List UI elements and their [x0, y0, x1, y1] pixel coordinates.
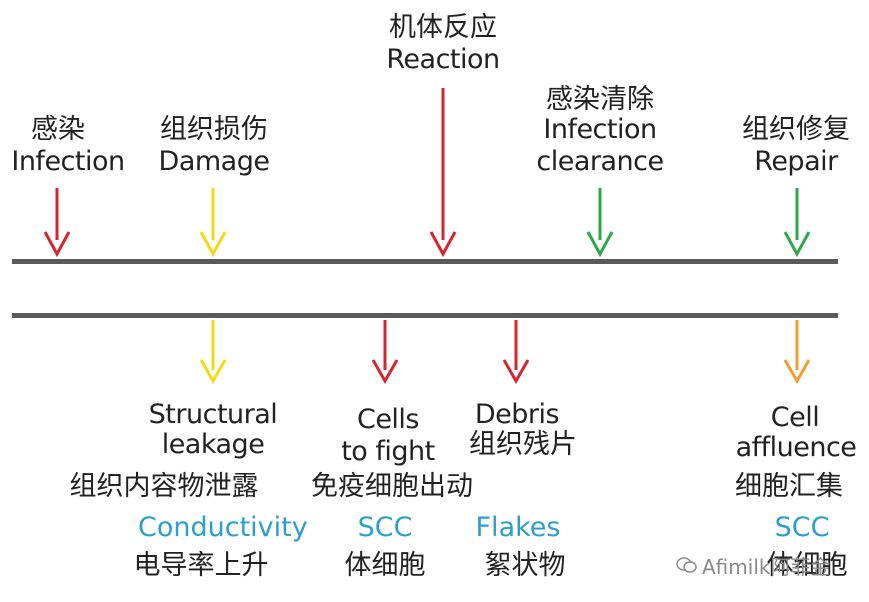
structural-zh2-label: 电导率上升	[133, 550, 269, 581]
clearance-en2-label: clearance	[536, 146, 664, 177]
arrow-debris	[502, 320, 530, 385]
timeline-upper-line	[12, 259, 838, 264]
cells-zh2-label: 体细胞	[344, 550, 426, 581]
infection-zh-label: 感染	[31, 114, 85, 145]
wechat-icon	[676, 555, 698, 579]
repair-zh-label: 组织修复	[742, 114, 850, 145]
watermark-text: Afimilk阿菲金	[702, 555, 831, 579]
arrow-affluence	[783, 320, 811, 385]
debris-zh-label: 组织残片	[469, 429, 577, 460]
structural-en1-label: Structural	[148, 399, 278, 430]
clearance-en1-label: Infection	[543, 114, 657, 145]
clearance-zh-label: 感染清除	[546, 84, 654, 115]
timeline-lower-line	[12, 313, 838, 318]
cells-blue-label: SCC	[357, 512, 413, 543]
arrow-cells	[371, 320, 399, 385]
affluence-en2-label: affluence	[735, 432, 857, 463]
watermark: Afimilk阿菲金	[676, 551, 830, 580]
debris-en-label: Debris	[474, 399, 560, 430]
repair-en-label: Repair	[754, 146, 838, 177]
damage-en-label: Damage	[158, 146, 270, 177]
arrow-reaction	[429, 88, 457, 258]
debris-zh2-label: 絮状物	[484, 550, 566, 581]
arrow-damage	[199, 188, 227, 258]
arrow-infection	[43, 188, 71, 258]
debris-blue-label: Flakes	[475, 512, 561, 543]
reaction-en-label: Reaction	[386, 44, 500, 75]
structural-en2-label: leakage	[161, 429, 265, 460]
affluence-zh-label: 细胞汇集	[735, 471, 843, 502]
affluence-blue-label: SCC	[774, 512, 830, 543]
cells-en2-label: to fight	[341, 436, 435, 467]
structural-blue-label: Conductivity	[138, 512, 308, 543]
structural-zh-label: 组织内容物泄露	[69, 471, 259, 502]
arrow-clearance	[586, 188, 614, 258]
arrow-repair	[783, 188, 811, 258]
infection-en-label: Infection	[11, 146, 125, 177]
affluence-en1-label: Cell	[770, 402, 820, 433]
reaction-zh-label: 机体反应	[389, 12, 497, 43]
arrow-structural	[199, 320, 227, 385]
cells-zh-label: 免疫细胞出动	[311, 471, 473, 502]
affluence-zh2-label: 体细胞	[766, 550, 848, 581]
cells-en1-label: Cells	[356, 404, 420, 435]
damage-zh-label: 组织损伤	[160, 114, 268, 145]
